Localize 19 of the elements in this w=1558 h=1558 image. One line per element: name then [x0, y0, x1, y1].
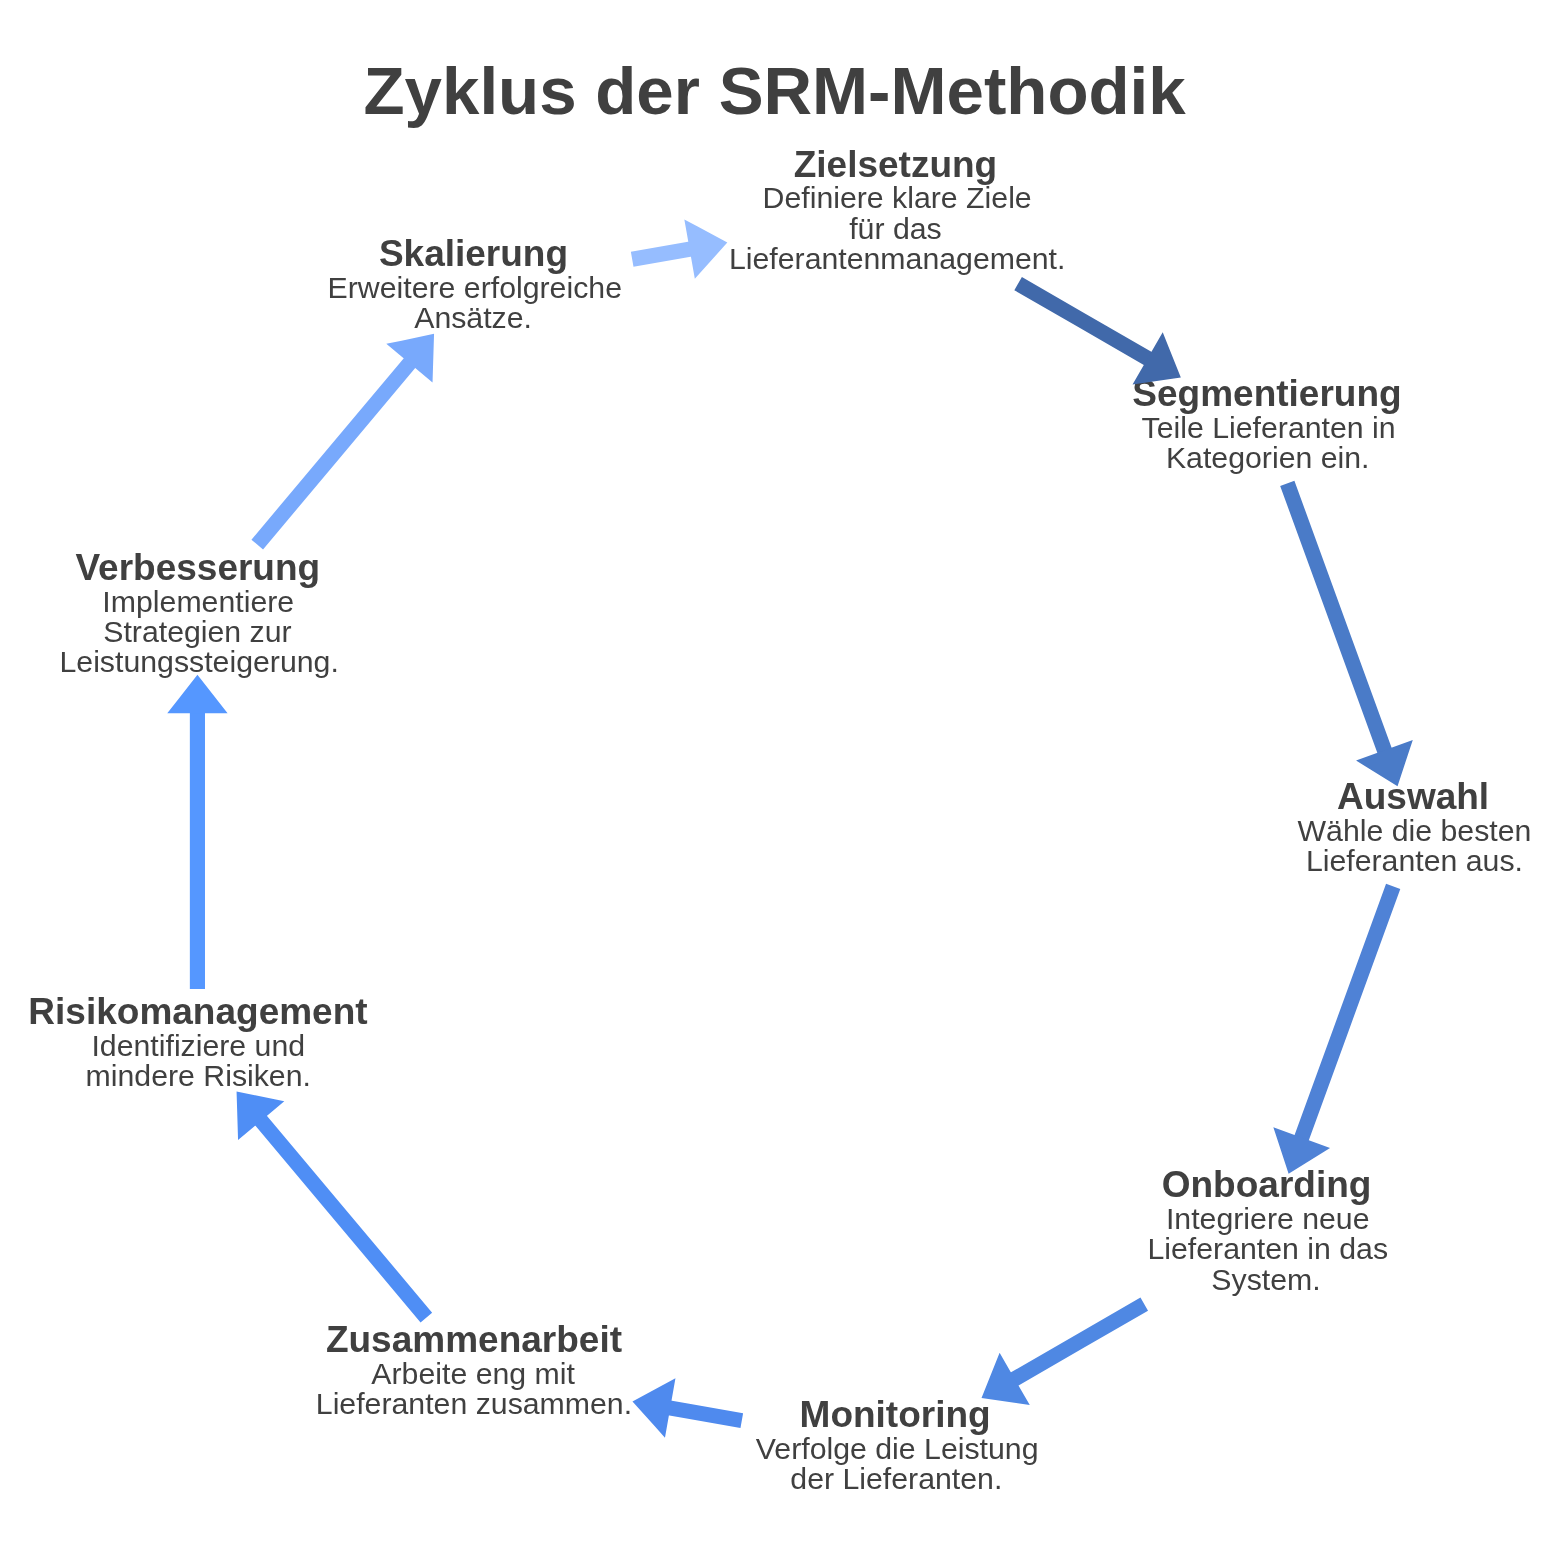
arrow	[1280, 480, 1413, 787]
node-text: Verbesserung Implementiere Strategien zur Leistungssteigerung.	[59, 546, 339, 679]
diagram-title: Zyklus der SRM-Methodik	[363, 52, 1186, 128]
arrow	[167, 674, 228, 990]
arrow	[981, 1297, 1149, 1406]
arrow	[1014, 277, 1181, 385]
node-text: Segmentierung Teile Lieferanten in Kategorien ein.	[1132, 373, 1402, 475]
node-text: Zusammenarbeit Arbeite eng mit Lieferanten zusammen.	[315, 1319, 633, 1421]
node-text: Auswahl Wähle die besten Lieferanten aus.	[1297, 776, 1532, 878]
arrow	[236, 1091, 433, 1323]
arrow	[630, 219, 728, 279]
arrow	[632, 1378, 744, 1438]
node-text: Onboarding Integriere neue Lieferanten in das System.	[1147, 1164, 1389, 1296]
node-text: Risikomanagement Identifiziere und mindere Risiken.	[28, 990, 368, 1092]
arrow	[1273, 883, 1401, 1174]
node-text: Zielsetzung Definiere klare Ziele für das Lieferantenmanagement.	[728, 143, 1066, 276]
arrow	[251, 333, 435, 550]
node-text: Monitoring Verfolge die Leistung der Lieferanten.	[755, 1393, 1039, 1495]
node-text: Skalierung Erweitere erfolgreiche Ansätze.	[327, 233, 622, 335]
